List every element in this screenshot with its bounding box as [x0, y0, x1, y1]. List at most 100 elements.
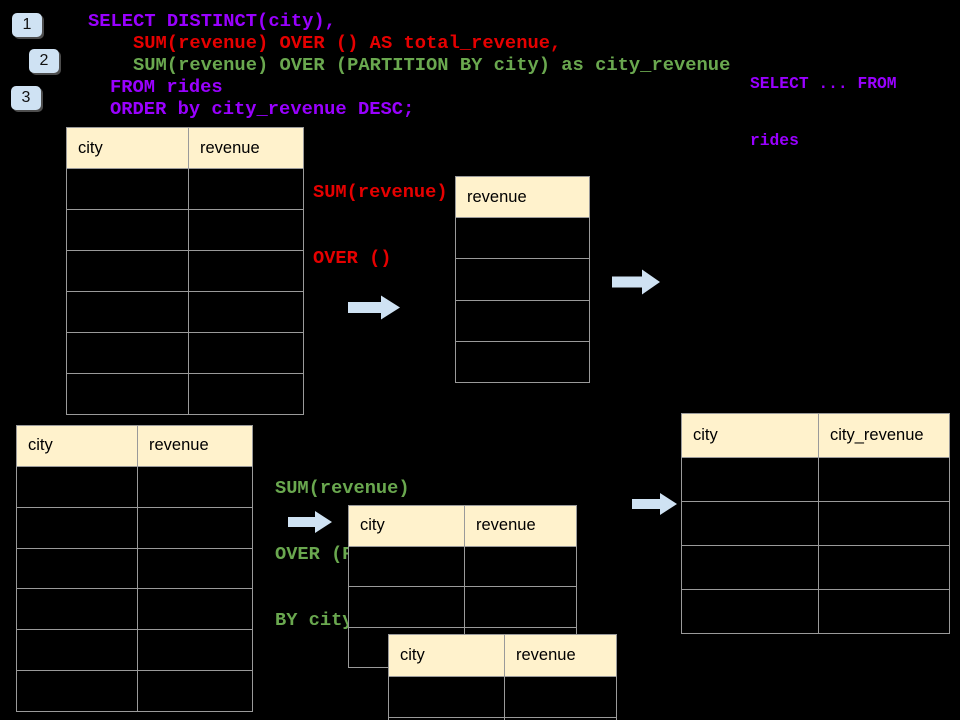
- empty-cell: [188, 374, 303, 414]
- empty-cell: [137, 589, 252, 630]
- empty-cell: [682, 458, 818, 501]
- empty-row: [17, 588, 252, 630]
- empty-row: [17, 670, 252, 712]
- column-header: city_revenue: [818, 414, 949, 457]
- arrow-source-to-total: [348, 295, 400, 320]
- empty-row: [389, 717, 616, 720]
- empty-row: [456, 299, 589, 341]
- empty-cell: [17, 589, 137, 630]
- table-header-row: revenue: [456, 177, 589, 218]
- arrow-source-to-partition: [288, 511, 332, 533]
- empty-cell: [17, 630, 137, 671]
- empty-row: [682, 589, 949, 633]
- sql-line-order-by: ORDER by city_revenue DESC;: [110, 98, 415, 120]
- empty-cell: [67, 333, 188, 373]
- column-header: city: [67, 128, 188, 168]
- empty-cell: [67, 292, 188, 332]
- annotation-line: SUM(revenue): [313, 181, 448, 203]
- empty-row: [17, 547, 252, 589]
- annotation-total-revenue: SUM(revenue) OVER (): [313, 137, 448, 313]
- column-header: city: [349, 506, 464, 546]
- annotation-line: SUM(revenue): [275, 477, 410, 499]
- empty-row: [67, 168, 303, 209]
- empty-row: [682, 457, 949, 501]
- empty-cell: [464, 546, 576, 586]
- empty-cell: [188, 333, 303, 373]
- empty-cell: [137, 671, 252, 712]
- empty-cell: [67, 169, 188, 209]
- empty-cell: [67, 251, 188, 291]
- column-header: city: [17, 426, 137, 466]
- empty-cell: [682, 502, 818, 545]
- empty-row: [682, 545, 949, 589]
- sql-line-from: FROM rides: [110, 76, 223, 98]
- column-header: revenue: [456, 177, 589, 218]
- empty-cell: [137, 548, 252, 589]
- empty-row: [456, 340, 589, 383]
- empty-row: [456, 217, 589, 259]
- empty-cell: [349, 587, 464, 627]
- empty-row: [456, 258, 589, 300]
- empty-cell: [17, 507, 137, 548]
- empty-cell: [456, 341, 589, 383]
- empty-cell: [137, 466, 252, 507]
- column-header: revenue: [137, 426, 252, 466]
- empty-cell: [349, 546, 464, 586]
- empty-row: [17, 506, 252, 548]
- empty-cell: [682, 590, 818, 633]
- empty-row: [67, 250, 303, 291]
- empty-row: [67, 291, 303, 332]
- step-badge-2: 2: [29, 49, 59, 73]
- empty-row: [67, 373, 303, 414]
- empty-cell: [456, 218, 589, 259]
- column-header: revenue: [188, 128, 303, 168]
- empty-cell: [818, 502, 949, 545]
- empty-cell: [137, 630, 252, 671]
- empty-cell: [17, 671, 137, 712]
- sql-line-sum-over: SUM(revenue) OVER () AS total_revenue,: [133, 32, 562, 54]
- arrow-partition-to-result: [632, 493, 677, 515]
- empty-cell: [389, 676, 504, 718]
- empty-cell: [67, 210, 188, 250]
- empty-row: [17, 465, 252, 507]
- empty-row: [389, 675, 616, 718]
- empty-row: [67, 209, 303, 250]
- note-select-from-rides: SELECT ... FROM rides: [750, 36, 897, 188]
- note-line: SELECT ... FROM: [750, 74, 897, 93]
- empty-cell: [818, 546, 949, 589]
- note-line: rides: [750, 131, 799, 150]
- empty-cell: [389, 718, 504, 720]
- sql-line-sum-partition: SUM(revenue) OVER (PARTITION BY city) as…: [133, 54, 731, 76]
- empty-cell: [17, 548, 137, 589]
- column-header: city: [389, 635, 504, 676]
- empty-cell: [188, 210, 303, 250]
- empty-row: [349, 545, 576, 586]
- empty-cell: [67, 374, 188, 414]
- empty-row: [17, 629, 252, 671]
- empty-cell: [188, 169, 303, 209]
- empty-cell: [818, 590, 949, 633]
- table-total-revenue-result: revenue: [455, 176, 590, 383]
- empty-row: [682, 501, 949, 545]
- empty-cell: [818, 458, 949, 501]
- empty-cell: [504, 676, 616, 718]
- empty-cell: [456, 300, 589, 341]
- empty-cell: [17, 466, 137, 507]
- arrow-total-to-result: [612, 269, 660, 295]
- empty-row: [349, 586, 576, 627]
- column-header: revenue: [504, 635, 616, 676]
- empty-row: [67, 332, 303, 373]
- empty-cell: [456, 259, 589, 300]
- column-header: revenue: [464, 506, 576, 546]
- step-badge-1: 1: [12, 13, 42, 37]
- empty-cell: [464, 587, 576, 627]
